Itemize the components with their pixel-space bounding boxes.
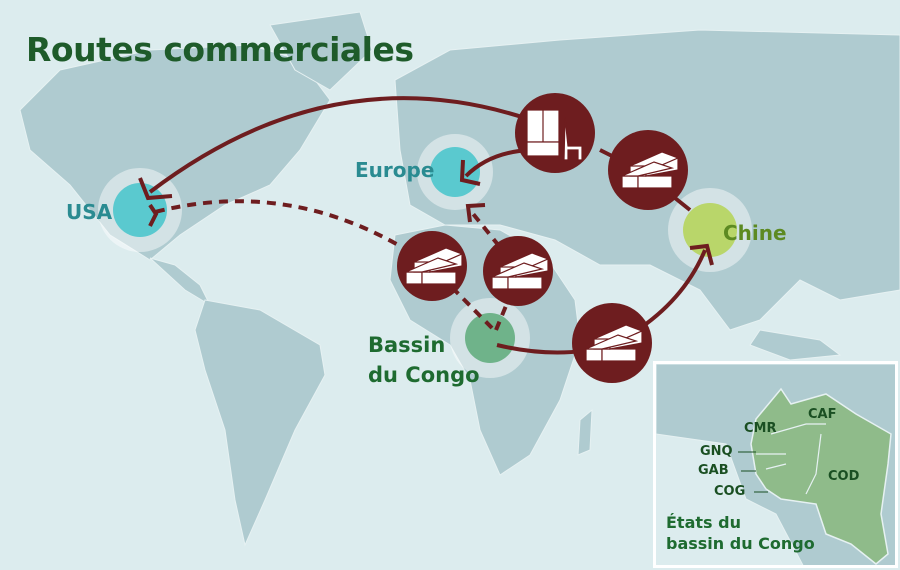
inset-title-line1: États du	[666, 513, 741, 532]
greenland	[269, 11, 373, 91]
route-china-usa	[148, 96, 526, 194]
furniture-node	[515, 93, 595, 173]
congo-basin-inset-map: CMR CAF GNQ GAB COG COD États du bassin …	[653, 361, 898, 568]
label-congo-line2: du Congo	[368, 363, 480, 387]
inset-label-cmr: CMR	[744, 421, 777, 436]
inset-title: États du bassin du Congo	[666, 512, 815, 554]
north-america	[19, 44, 331, 261]
map-title: Routes commerciales	[26, 30, 414, 69]
europe-marker	[430, 147, 480, 197]
arrow-usa-dashed	[148, 203, 159, 227]
lumber-node-congo-usa	[397, 231, 467, 301]
south-america	[194, 299, 326, 547]
label-europe: Europe	[355, 158, 435, 182]
route-congo-europe	[468, 208, 523, 331]
lumber-node-congo-europe	[483, 236, 553, 306]
arrow-europe-dashed	[465, 203, 486, 223]
lumber-node-congo-china	[572, 303, 652, 383]
congo-basin-states	[750, 387, 892, 565]
inset-label-gnq: GNQ	[700, 444, 733, 459]
inset-label-cod: COD	[828, 469, 860, 484]
inset-label-gab: GAB	[698, 463, 729, 478]
label-usa: USA	[66, 200, 113, 224]
arrow-usa	[138, 177, 173, 201]
china-marker	[683, 203, 737, 257]
inset-label-caf: CAF	[808, 407, 837, 422]
inset-label-cog: COG	[714, 484, 746, 499]
congo-marker	[465, 313, 515, 363]
inset-map-graphic	[656, 364, 895, 565]
label-congo-line1: Bassin	[368, 333, 446, 357]
arrow-europe	[459, 159, 481, 186]
label-congo-basin: Bassin du Congo	[368, 330, 480, 390]
arrow-china	[689, 243, 714, 266]
central-america	[149, 257, 212, 307]
label-china: Chine	[723, 221, 787, 245]
indonesia	[749, 329, 842, 361]
lumber-node-china-europe	[608, 130, 688, 210]
madagascar	[577, 408, 593, 456]
inset-title-line2: bassin du Congo	[666, 534, 815, 553]
